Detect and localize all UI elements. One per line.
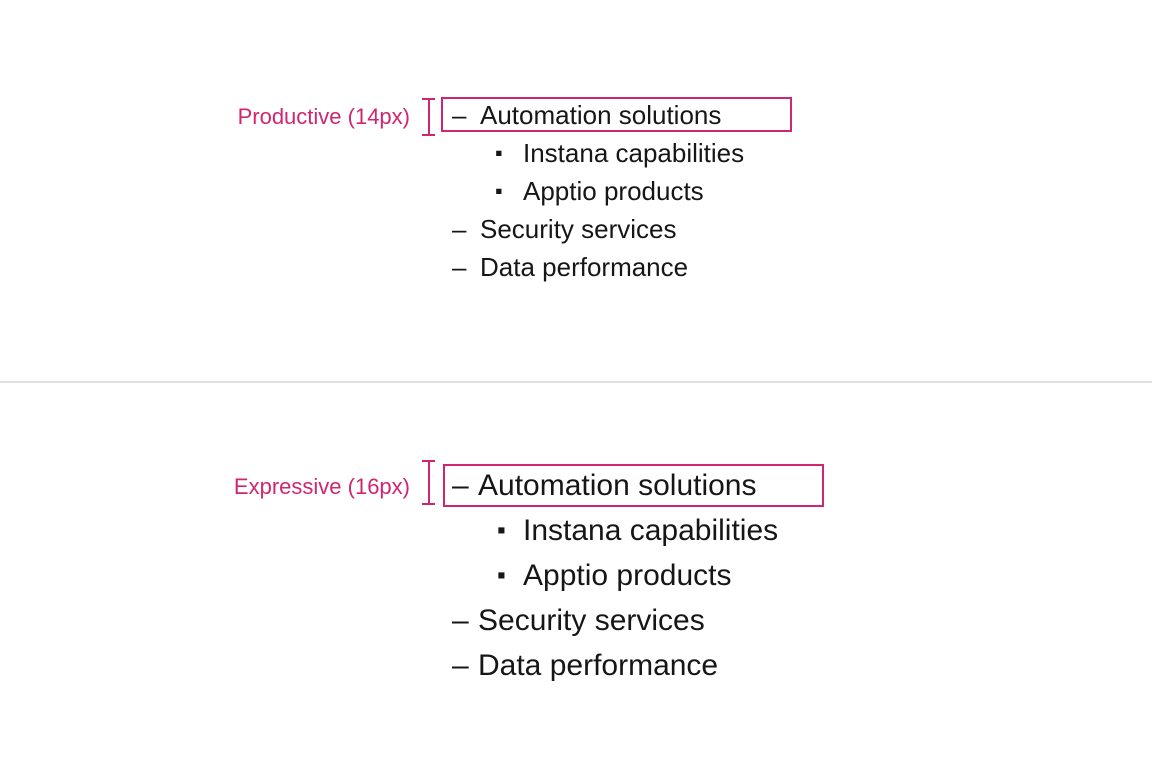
list-item-text: Security services <box>480 214 677 244</box>
dash-bullet-icon: – <box>452 214 467 244</box>
highlight-box-productive <box>441 97 792 132</box>
list-item-text: Security services <box>478 604 705 637</box>
ruler-stem <box>427 100 430 134</box>
dash-bullet-icon: – <box>452 469 469 502</box>
dash-bullet-icon: – <box>452 100 467 130</box>
dash-bullet-icon: – <box>452 649 469 682</box>
list-item-text: Data performance <box>478 649 719 682</box>
list-item: – Data performance <box>441 248 744 286</box>
list-item: – Security services <box>443 598 778 643</box>
list-item: ▪ Instana capabilities <box>443 508 778 553</box>
list-item: ▪ Instana capabilities <box>441 134 744 172</box>
size-label-expressive: Expressive (16px) <box>233 474 410 499</box>
list-item: ▪ Apptio products <box>441 172 744 210</box>
dash-bullet-icon: – <box>452 252 467 282</box>
square-bullet-icon: ▪ <box>497 562 506 589</box>
square-bullet-icon: ▪ <box>497 517 506 544</box>
list-productive: – Automation solutions ▪ Instana capabil… <box>441 96 744 286</box>
line-height-ruler-icon <box>422 98 435 136</box>
dash-bullet-icon: – <box>452 604 469 637</box>
list-item: – Automation solutions <box>443 463 778 508</box>
list-item-text: Automation solutions <box>478 469 757 502</box>
list-item: – Data performance <box>443 643 778 688</box>
square-bullet-icon: ▪ <box>495 179 503 203</box>
line-height-ruler-icon <box>422 460 435 505</box>
list-item-text: Apptio products <box>523 176 704 206</box>
list-item-text: Apptio products <box>523 559 732 592</box>
list-item-text: Automation solutions <box>480 100 722 130</box>
list-expressive: – Automation solutions ▪ Instana capabil… <box>443 463 778 688</box>
list-item-text: Instana capabilities <box>523 138 745 168</box>
list-item-text: Data performance <box>480 252 689 282</box>
size-label-productive: Productive (14px) <box>237 104 410 129</box>
section-divider <box>0 381 1152 383</box>
square-bullet-icon: ▪ <box>495 141 503 165</box>
list-item-text: Instana capabilities <box>523 514 779 547</box>
list-item: – Automation solutions <box>441 96 744 134</box>
list-item: – Security services <box>441 210 744 248</box>
ruler-stem <box>427 462 430 503</box>
list-item: ▪ Apptio products <box>443 553 778 598</box>
highlight-box-expressive <box>443 464 824 507</box>
